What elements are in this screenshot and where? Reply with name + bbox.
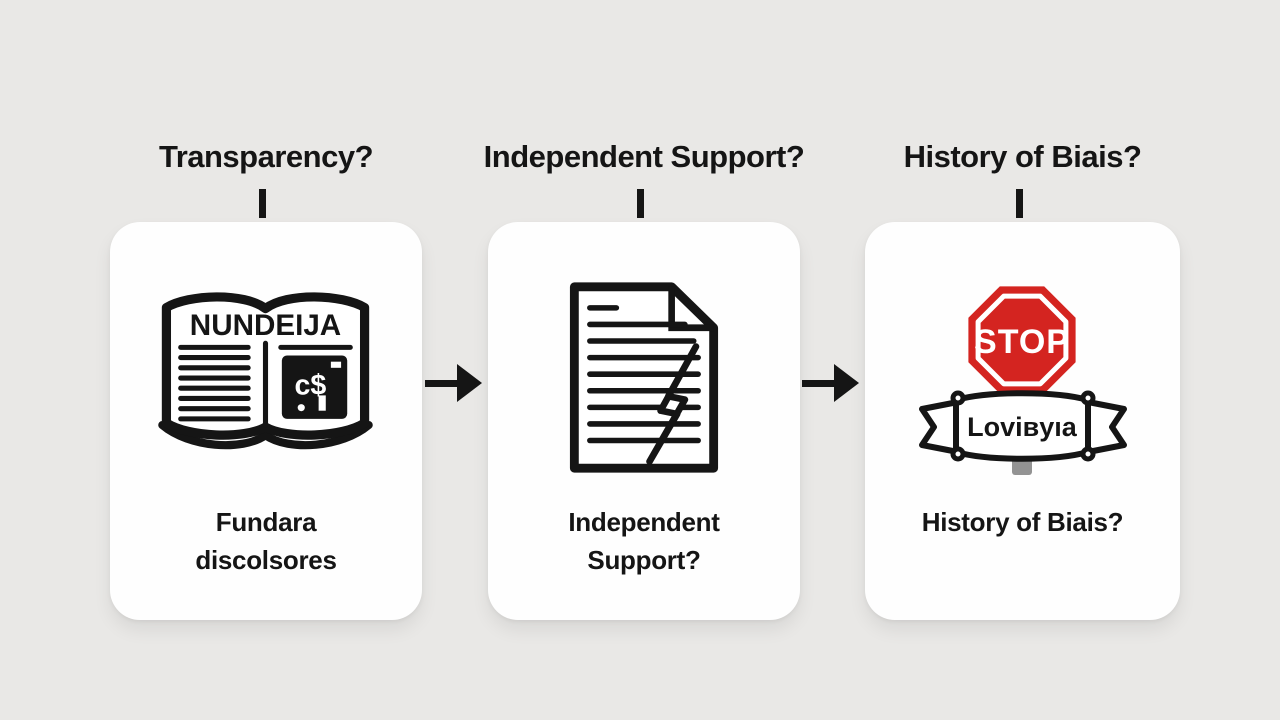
connector-line-3 xyxy=(1016,189,1023,218)
card-label-history-of-bias: History of Biais? xyxy=(865,503,1180,541)
card-label-line: History of Biais? xyxy=(921,507,1124,537)
card-label-line: Independent xyxy=(568,507,720,537)
column-header-transparency: Transparency? xyxy=(158,139,374,174)
column-header-independent-support: Independent Support? xyxy=(483,139,805,174)
card-label-line: discolsores xyxy=(195,545,337,575)
arrow-right-icon-2 xyxy=(802,364,860,402)
card-independent-support: Independent Support? xyxy=(488,222,800,620)
connector-line-2 xyxy=(637,189,644,218)
connector-line-1 xyxy=(259,189,266,218)
document-lightning-icon xyxy=(569,282,719,473)
lightning-bolt-icon xyxy=(646,343,700,465)
book-title-text: NUNDEIJA xyxy=(190,309,341,342)
arrow-right-icon-1 xyxy=(425,364,483,402)
ribbon-text: Loviвyıa xyxy=(967,412,1078,442)
card-label-line: Fundara xyxy=(215,507,317,537)
money-tile xyxy=(281,355,348,419)
stop-sign-ribbon-icon: STOP Loviвyıa xyxy=(919,286,1127,475)
card-history-of-bias: STOP Loviвyıa History of Biais? xyxy=(865,222,1180,620)
column-header-history-of-bias: History of Biais? xyxy=(903,139,1142,174)
stop-sign-text: STOP xyxy=(974,323,1070,361)
book-text-lines xyxy=(178,340,353,428)
card-label-funding-disclosures: Fundara discolsores xyxy=(110,503,422,579)
stop-sign-octagon xyxy=(968,286,1076,394)
card-label-independent-support: Independent Support? xyxy=(488,503,800,579)
card-transparency: NUNDEIJA c$ Fundara discolsores xyxy=(110,222,422,620)
card-label-line: Support? xyxy=(587,545,701,575)
open-book-money-icon: NUNDEIJA c$ xyxy=(158,292,373,450)
